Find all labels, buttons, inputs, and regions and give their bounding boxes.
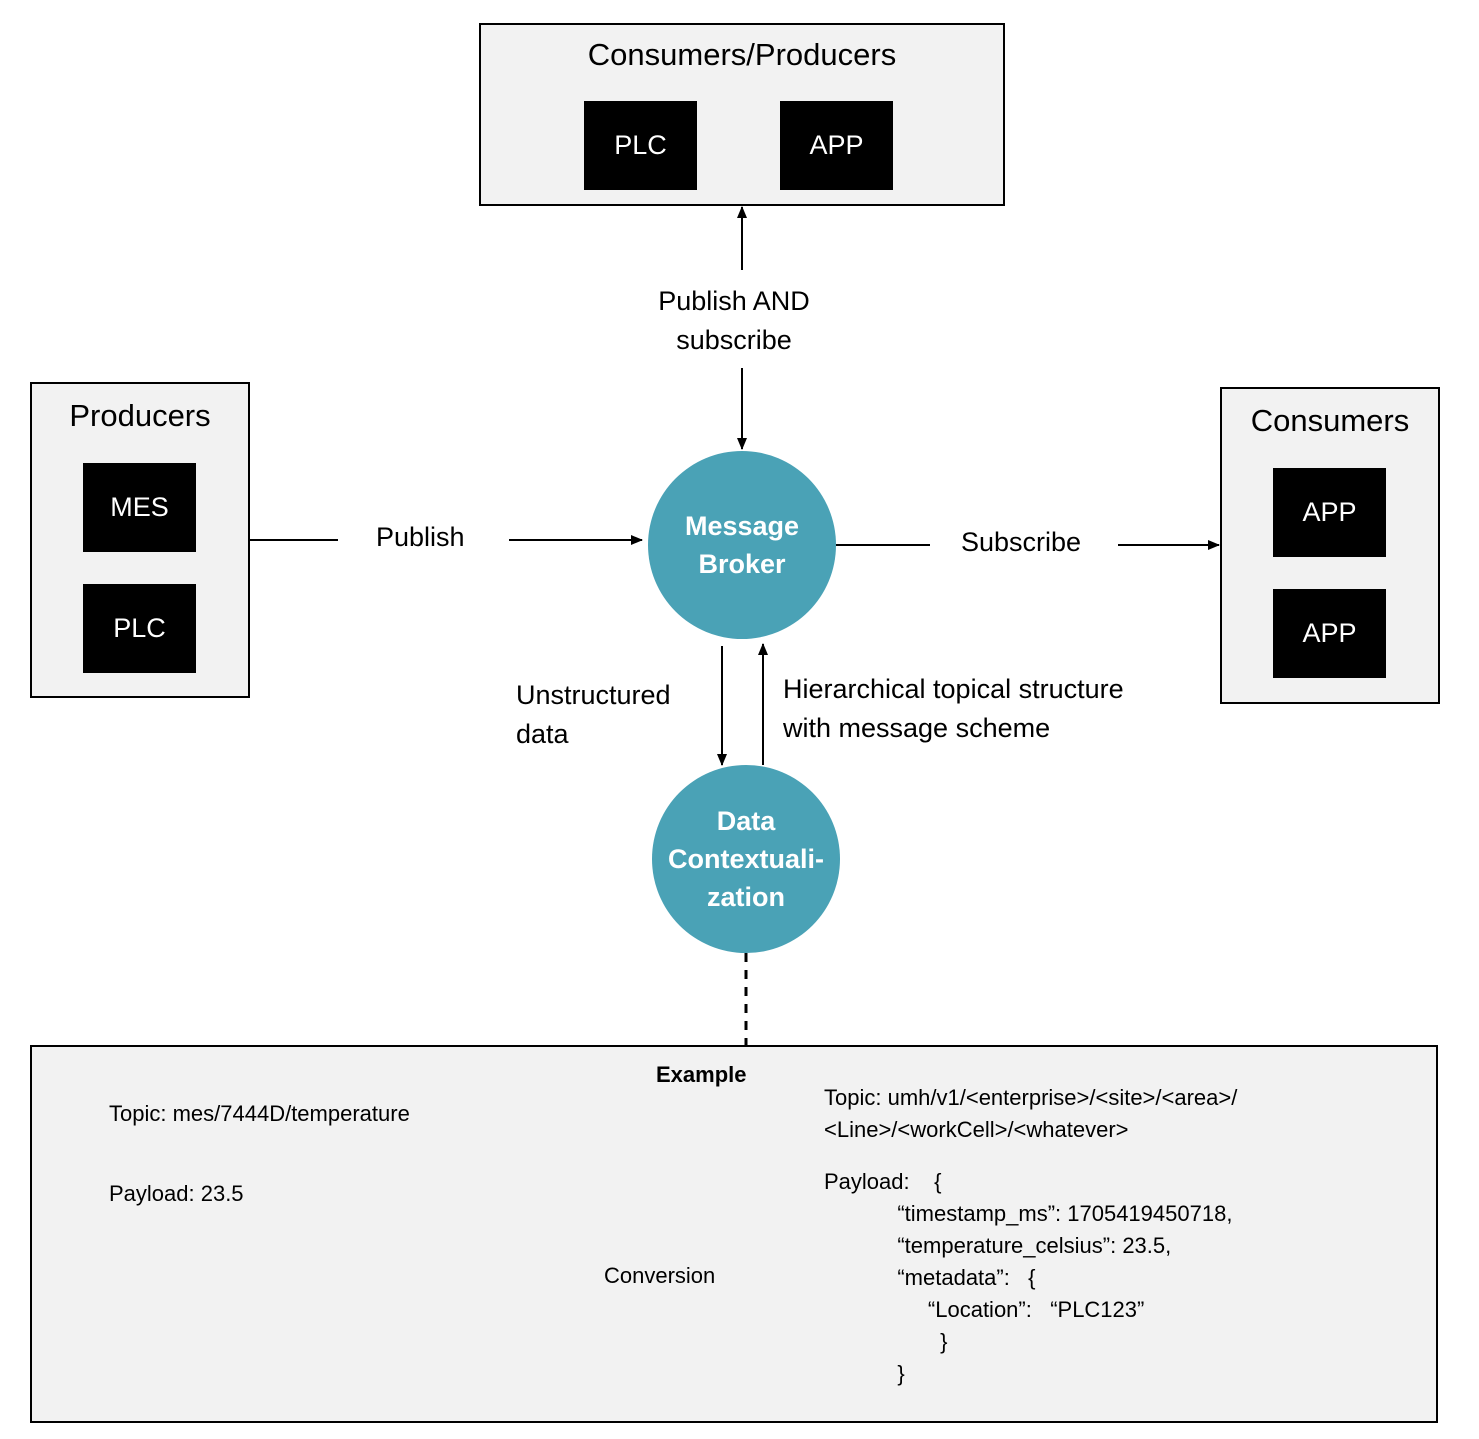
payload-line: } <box>824 1329 948 1354</box>
producers-title: Producers <box>69 398 211 433</box>
unstructured-label-line1: Unstructured <box>516 680 671 710</box>
app-node: APP <box>1273 589 1386 678</box>
context-label-line3: zation <box>706 882 785 912</box>
context-label-line1: Data <box>716 806 776 836</box>
broker-label-line2: Broker <box>698 549 786 579</box>
hierarchical-label-line1: Hierarchical topical structure <box>783 674 1124 704</box>
pubsub-label-line2: subscribe <box>676 325 792 355</box>
right-payload: Payload: { “timestamp_ms”: 1705419450718… <box>824 1166 1232 1390</box>
data-contextualization-node: Data Contextuali- zation <box>652 765 840 953</box>
pubsub-label: Publish AND subscribe <box>634 282 834 360</box>
hierarchical-label-line2: with message scheme <box>783 713 1051 743</box>
subscribe-label: Subscribe <box>961 527 1082 557</box>
message-broker-node: Message Broker <box>648 451 836 639</box>
app-node: APP <box>1273 468 1386 557</box>
hierarchical-label: Hierarchical topical structure with mess… <box>783 670 1124 748</box>
broker-label-line1: Message <box>684 511 800 541</box>
payload-line: “temperature_celsius”: 23.5, <box>824 1233 1172 1258</box>
plc-node: PLC <box>83 584 196 673</box>
publish-label: Publish <box>376 522 465 552</box>
example-panel: Example Topic: mes/7444D/temperature Pay… <box>30 1045 1438 1423</box>
producers-box: Producers MES PLC <box>30 382 250 698</box>
payload-line: Payload: { <box>824 1169 942 1194</box>
example-title: Example <box>656 1062 747 1087</box>
unstructured-label: Unstructured data <box>516 676 671 754</box>
left-topic: Topic: mes/7444D/temperature <box>109 1101 410 1126</box>
right-topic-line1: Topic: umh/v1/<enterprise>/<site>/<area>… <box>824 1085 1238 1110</box>
consumers-producers-box: Consumers/Producers PLC APP <box>479 23 1005 206</box>
consumers-title: Consumers <box>1250 403 1410 438</box>
payload-line: “metadata”: { <box>824 1265 1036 1290</box>
app-node: APP <box>780 101 893 190</box>
payload-line: “Location”: “PLC123” <box>824 1297 1145 1322</box>
right-topic-line2: <Line>/<workCell>/<whatever> <box>824 1117 1129 1142</box>
consumers-producers-title: Consumers/Producers <box>587 37 897 72</box>
payload-line: } <box>824 1361 905 1386</box>
unstructured-label-line2: data <box>516 719 569 749</box>
pubsub-label-line1: Publish AND <box>658 286 810 316</box>
mes-node: MES <box>83 463 196 552</box>
conversion-label: Conversion <box>604 1263 716 1288</box>
consumers-box: Consumers APP APP <box>1220 387 1440 704</box>
context-label-line2: Contextuali- <box>667 844 824 874</box>
plc-node: PLC <box>584 101 697 190</box>
payload-line: “timestamp_ms”: 1705419450718, <box>824 1201 1233 1226</box>
left-payload: Payload: 23.5 <box>109 1181 244 1206</box>
